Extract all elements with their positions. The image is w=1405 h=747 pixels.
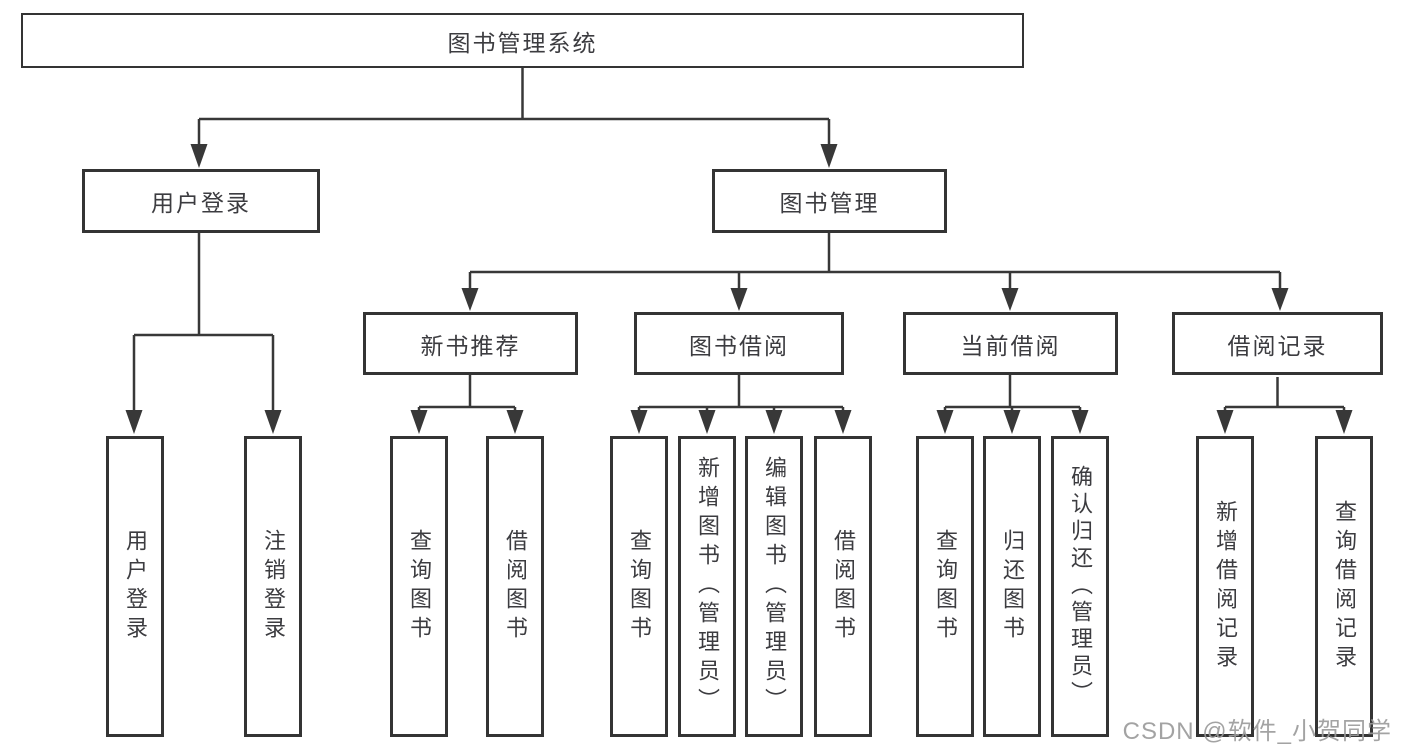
arrowheads bbox=[125, 144, 1353, 434]
connector-book-management bbox=[468, 233, 1282, 290]
node-leaf-add-book-admin: 新增图书（管理员） bbox=[678, 436, 736, 737]
connector-book-borrow bbox=[637, 375, 845, 412]
node-book-borrow: 图书借阅 bbox=[634, 312, 844, 375]
node-root-label: 图书管理系统 bbox=[447, 29, 598, 56]
node-leaf-user-login: 用户登录 bbox=[106, 436, 164, 737]
node-new-book-recommend: 新书推荐 bbox=[363, 312, 578, 375]
arrowhead bbox=[1271, 288, 1289, 311]
arrowhead bbox=[936, 410, 954, 434]
arrowhead bbox=[1003, 410, 1021, 434]
node-leaf-edit-book-admin: 编辑图书（管理员） bbox=[745, 436, 803, 737]
node-book-management-label: 图书管理 bbox=[779, 190, 880, 216]
node-leaf-query-books-recommend: 查询图书 bbox=[390, 436, 448, 737]
node-leaf-logout: 注销登录 bbox=[244, 436, 302, 737]
arrowhead bbox=[698, 410, 716, 434]
csdn-watermark: CSDN @软件_小贺同学 bbox=[1122, 718, 1392, 745]
node-leaf-query-borrow-record-label: 查询借阅记录 bbox=[1332, 499, 1357, 674]
arrowhead bbox=[765, 410, 783, 434]
node-leaf-user-login-label: 用户登录 bbox=[123, 528, 148, 645]
node-borrow-records: 借阅记录 bbox=[1172, 312, 1383, 375]
arrowhead bbox=[630, 410, 648, 434]
arrowhead bbox=[125, 410, 143, 434]
arrowhead bbox=[190, 144, 208, 168]
connector-user-login bbox=[132, 233, 275, 412]
node-leaf-borrow-books-recommend-label: 借阅图书 bbox=[503, 528, 528, 645]
node-leaf-borrow-books: 借阅图书 bbox=[814, 436, 872, 737]
node-book-management: 图书管理 bbox=[712, 169, 947, 233]
node-borrow-records-label: 借阅记录 bbox=[1227, 332, 1328, 359]
node-leaf-borrow-books-label: 借阅图书 bbox=[831, 528, 856, 645]
node-leaf-query-books-current-label: 查询图书 bbox=[933, 528, 958, 645]
connector-current-borrow bbox=[943, 375, 1082, 412]
connector-new-book-recommend bbox=[417, 375, 517, 412]
arrowhead bbox=[834, 410, 852, 434]
node-leaf-query-books-borrow: 查询图书 bbox=[610, 436, 668, 737]
connector-root bbox=[197, 68, 831, 146]
node-user-login-label: 用户登录 bbox=[151, 190, 251, 216]
arrowhead bbox=[506, 410, 524, 434]
node-leaf-query-books-borrow-label: 查询图书 bbox=[627, 528, 652, 645]
node-leaf-logout-label: 注销登录 bbox=[261, 528, 286, 645]
node-leaf-query-borrow-record: 查询借阅记录 bbox=[1315, 436, 1373, 737]
node-root: 图书管理系统 bbox=[21, 13, 1024, 68]
node-current-borrow: 当前借阅 bbox=[903, 312, 1118, 375]
arrowhead bbox=[264, 410, 282, 434]
arrowhead bbox=[1216, 410, 1234, 434]
node-leaf-add-borrow-record-label: 新增借阅记录 bbox=[1213, 499, 1238, 674]
node-leaf-add-book-admin-label: 新增图书（管理员） bbox=[695, 456, 720, 717]
arrowhead bbox=[820, 144, 838, 168]
arrowhead bbox=[1335, 410, 1353, 434]
node-leaf-borrow-books-recommend: 借阅图书 bbox=[486, 436, 544, 737]
node-leaf-confirm-return-admin-label: 确认归还（管理员） bbox=[1068, 465, 1093, 708]
node-leaf-edit-book-admin-label: 编辑图书（管理员） bbox=[762, 456, 787, 717]
node-new-book-recommend-label: 新书推荐 bbox=[420, 332, 521, 359]
connector-borrow-records bbox=[1223, 377, 1346, 412]
node-current-borrow-label: 当前借阅 bbox=[960, 332, 1061, 359]
arrowhead bbox=[461, 288, 479, 311]
node-leaf-query-books-recommend-label: 查询图书 bbox=[407, 528, 432, 645]
node-leaf-query-books-current: 查询图书 bbox=[916, 436, 974, 737]
node-leaf-return-book: 归还图书 bbox=[983, 436, 1041, 737]
arrowhead bbox=[730, 288, 748, 311]
arrowhead bbox=[410, 410, 428, 434]
node-book-borrow-label: 图书借阅 bbox=[689, 332, 789, 359]
arrowhead bbox=[1071, 410, 1089, 434]
node-leaf-return-book-label: 归还图书 bbox=[1000, 528, 1025, 645]
arrowhead bbox=[1001, 288, 1019, 311]
node-user-login: 用户登录 bbox=[82, 169, 320, 233]
node-leaf-add-borrow-record: 新增借阅记录 bbox=[1196, 436, 1254, 737]
node-leaf-confirm-return-admin: 确认归还（管理员） bbox=[1051, 436, 1109, 737]
